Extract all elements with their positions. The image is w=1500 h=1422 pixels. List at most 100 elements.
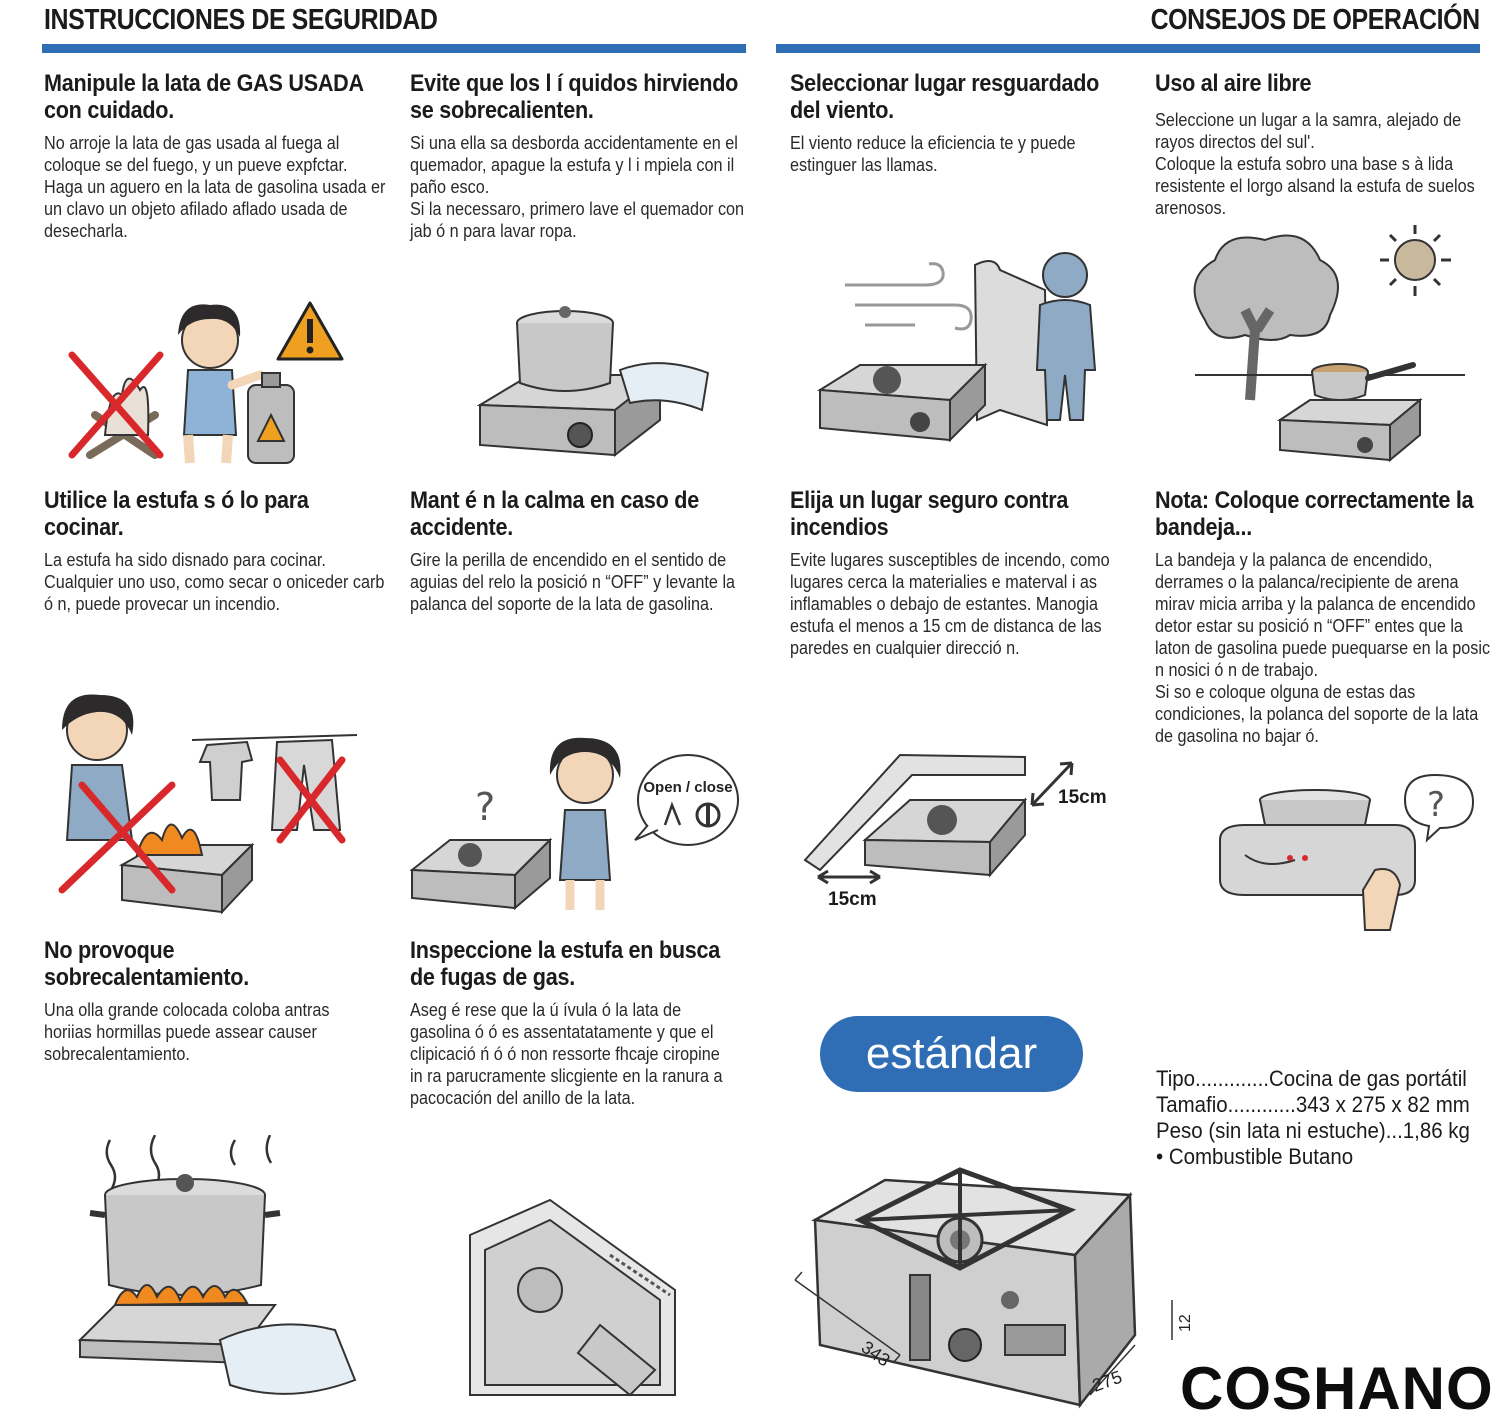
stove-icon	[476, 372, 663, 458]
section-text: La estufa ha sido disnado para cocinar. …	[44, 550, 385, 614]
section-used-gas-can: Manipule la lata de GAS USADA con cuidad…	[44, 70, 389, 242]
section-overheating: No provoque sobrecalentamiento. Una olla…	[44, 937, 374, 1065]
pan-icon	[1259, 789, 1371, 826]
distance-label-back: 15cm	[1058, 787, 1107, 808]
person-figure-icon	[1035, 252, 1097, 421]
spec-fuel: • Combustible Butano	[1156, 1144, 1354, 1169]
section-title: Evite que los l í quidos hirviendo se so…	[410, 70, 739, 124]
section-boiling-liquids: Evite que los l í quidos hirviendo se so…	[410, 70, 765, 242]
section-text: Si una ella sa desborda accidentamente e…	[410, 133, 745, 241]
section-title: Mant é n la calma en caso de accidente.	[410, 487, 699, 541]
specifications: Tipo.............Cocina de gas portátil …	[1156, 1066, 1470, 1170]
gas-can-icon	[247, 372, 295, 464]
woman-figure-icon	[62, 694, 134, 841]
section-accident-calm: Mant é n la calma en caso de accidente. …	[410, 487, 755, 615]
illustration-gas-can	[68, 301, 344, 464]
burner-grate-icon	[854, 1167, 1077, 1271]
section-text: El viento reduce la eficiencia te y pued…	[790, 133, 1076, 175]
cross-icon	[58, 781, 176, 894]
header-rule-right	[776, 44, 1480, 53]
svg-text:?: ?	[1427, 785, 1445, 825]
illustration-stove-dimensions: 343 275 12	[794, 1167, 1194, 1409]
tree-icon	[1193, 234, 1339, 401]
section-text: Seleccione un lugar a la samra, alejado …	[1155, 110, 1475, 218]
cross-icon	[276, 756, 346, 844]
section-text: Una olla grande colocada coloba antras h…	[44, 1000, 330, 1064]
distance-label-side: 15cm	[828, 889, 877, 910]
woman-figure-icon	[549, 737, 621, 910]
section-fire-safe-place: Elija un lugar seguro contra incendios E…	[790, 487, 1140, 659]
stove-icon	[1219, 824, 1416, 896]
section-text: Aseg é rese que la ú ívula ó la lata de …	[410, 1000, 723, 1108]
section-tray-note: Nota: Coloque correctamente la bandeja..…	[1155, 487, 1500, 747]
hand-icon	[1361, 868, 1402, 931]
svg-text:?: ?	[475, 785, 495, 829]
stove-icon	[77, 1304, 277, 1365]
section-text: Evite lugares susceptibles de incendo, c…	[790, 550, 1110, 658]
stove-icon	[862, 797, 1028, 878]
stove-interior-icon	[469, 1198, 676, 1397]
header-safety-instructions: INSTRUCCIONES DE SEGURIDAD	[44, 4, 438, 36]
arrow-icon	[817, 869, 881, 885]
header-rule-left	[42, 44, 746, 53]
section-title: Utilice la estufa s ó lo para cocinar.	[44, 487, 309, 541]
steam-icon	[105, 1135, 273, 1191]
section-text: No arroje la lata de gas usada al fuega …	[44, 133, 386, 241]
section-title: Manipule la lata de GAS USADA con cuidad…	[44, 70, 364, 124]
sun-icon	[1380, 225, 1451, 296]
spec-type: Tipo.............Cocina de gas portátil	[1156, 1066, 1467, 1091]
stove-icon	[811, 1178, 1137, 1409]
illustration-overheating	[77, 1135, 357, 1395]
dimension-lines	[794, 1271, 1173, 1396]
pan-icon	[1311, 362, 1416, 401]
section-title: Nota: Coloque correctamente la bandeja..…	[1155, 487, 1474, 541]
stove-icon	[1276, 397, 1423, 463]
illustration-windscreen	[816, 252, 1097, 443]
illustration-cooking-only	[58, 694, 358, 915]
section-cooking-only: Utilice la estufa s ó lo para cocinar. L…	[44, 487, 389, 615]
child-figure-icon	[178, 304, 265, 464]
fire-icon	[113, 1284, 249, 1307]
section-title: Elija un lugar seguro contra incendios	[790, 487, 1069, 541]
section-title: Inspeccione la estufa en busca de fugas …	[410, 937, 721, 991]
warning-icon	[276, 301, 344, 361]
pot-icon	[516, 306, 614, 392]
illustration-clearance: 15cm 15cm	[803, 753, 1107, 910]
cross-icon	[68, 351, 164, 459]
section-outdoor-use: Uso al aire libre Seleccione un lugar a …	[1155, 70, 1495, 219]
windscreen-panel-icon	[973, 260, 1049, 427]
section-title: Seleccionar lugar resguardado del viento…	[790, 70, 1100, 124]
knob-icon	[663, 801, 721, 828]
clothes-icon	[198, 738, 342, 831]
wind-icon	[845, 262, 973, 331]
open-close-label: Open / close	[643, 779, 732, 796]
section-title: Uso al aire libre	[1155, 70, 1312, 97]
brand-logo: COSHANO	[1180, 1355, 1494, 1422]
spec-weight: Peso (sin lata ni estuche)...1,86 kg	[1156, 1118, 1470, 1143]
wall-corner-icon	[803, 753, 1026, 872]
section-text: La bandeja y la palanca de encendido, de…	[1155, 550, 1491, 746]
illustration-accident-calm: ? Open / close	[410, 737, 739, 911]
fire-icon	[135, 823, 204, 856]
section-title: No provoque sobrecalentamiento.	[44, 937, 249, 991]
cloth-icon	[618, 362, 710, 412]
standard-badge: estándar	[820, 1016, 1083, 1092]
question-icon: ?	[475, 785, 495, 829]
stove-icon	[816, 362, 988, 443]
speech-bubble-icon	[634, 754, 739, 846]
pot-icon	[89, 1174, 281, 1296]
cloth-icon	[218, 1323, 357, 1395]
stove-icon	[410, 837, 553, 911]
header-operation-tips: CONSEJOS DE OPERACIÓN	[1150, 4, 1481, 36]
illustration-outdoor	[1193, 225, 1465, 463]
question-bubble-icon: ?	[1403, 773, 1475, 843]
dimension-height: 12	[1177, 1314, 1194, 1332]
spec-size: Tamafio............343 x 275 x 82 mm	[1156, 1092, 1470, 1117]
section-wind-shelter: Seleccionar lugar resguardado del viento…	[790, 70, 1130, 176]
illustration-gas-leak-inspection	[469, 1198, 676, 1397]
illustration-boiling-pot	[476, 306, 710, 458]
illustration-tray-note: ?	[1219, 773, 1475, 931]
section-gas-leak-inspection: Inspeccione la estufa en busca de fugas …	[410, 937, 735, 1109]
section-text: Gire la perilla de encendido en el senti…	[410, 550, 736, 614]
arrow-icon	[1030, 761, 1074, 807]
